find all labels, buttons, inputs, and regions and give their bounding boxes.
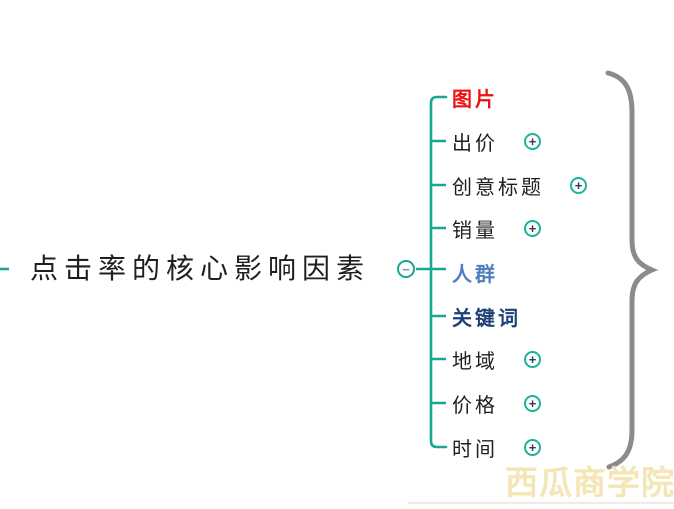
expand-glyph: +: [574, 177, 583, 193]
expand-glyph: +: [528, 395, 537, 411]
branch-label[interactable]: 人群: [452, 263, 498, 286]
branch-row-xiaoliang[interactable]: 销量 +: [452, 214, 541, 242]
branch-ticks: [431, 139, 446, 405]
slide-edge-line: [408, 502, 674, 504]
plus-circle-icon[interactable]: +: [524, 438, 541, 456]
minus-circle-icon[interactable]: −: [397, 260, 415, 278]
branch-row-renqun[interactable]: 人群: [452, 258, 498, 286]
branch-trunk: [429, 95, 448, 449]
branch-row-tupian[interactable]: 图片: [452, 83, 498, 111]
collapse-glyph: −: [402, 261, 410, 277]
branch-label[interactable]: 出价: [452, 132, 498, 155]
plus-circle-icon[interactable]: +: [524, 350, 541, 368]
branch-label[interactable]: 创意标题: [452, 176, 544, 199]
brace: [605, 70, 659, 470]
root-topic-label: 点击率的核心影响因素: [30, 253, 371, 284]
branch-label[interactable]: 地域: [452, 350, 498, 373]
branch-row-chujia[interactable]: 出价 +: [452, 127, 541, 155]
plus-circle-icon[interactable]: +: [524, 394, 541, 412]
branch-row-diyu[interactable]: 地域 +: [452, 345, 541, 373]
branch-label[interactable]: 价格: [452, 394, 498, 417]
watermark: 西瓜商学院: [505, 464, 674, 501]
branch-label[interactable]: 关键词: [452, 307, 521, 330]
plus-circle-icon[interactable]: +: [570, 176, 587, 194]
expand-glyph: +: [528, 351, 537, 367]
branch-row-guanjianci[interactable]: 关键词: [452, 302, 521, 330]
branch-label[interactable]: 销量: [452, 219, 498, 242]
root-topic[interactable]: 点击率的核心影响因素: [30, 247, 370, 287]
expand-glyph: +: [528, 220, 537, 236]
branch-label[interactable]: 时间: [452, 438, 498, 461]
expand-glyph: +: [528, 133, 537, 149]
branch-row-jiage[interactable]: 价格 +: [452, 389, 541, 417]
expand-glyph: +: [528, 439, 537, 455]
branch-row-shijian[interactable]: 时间 +: [452, 433, 541, 461]
branch-row-chuangyibiaoti[interactable]: 创意标题 +: [452, 171, 587, 199]
plus-circle-icon[interactable]: +: [524, 132, 541, 150]
plus-circle-icon[interactable]: +: [524, 219, 541, 237]
branch-label[interactable]: 图片: [452, 88, 498, 111]
